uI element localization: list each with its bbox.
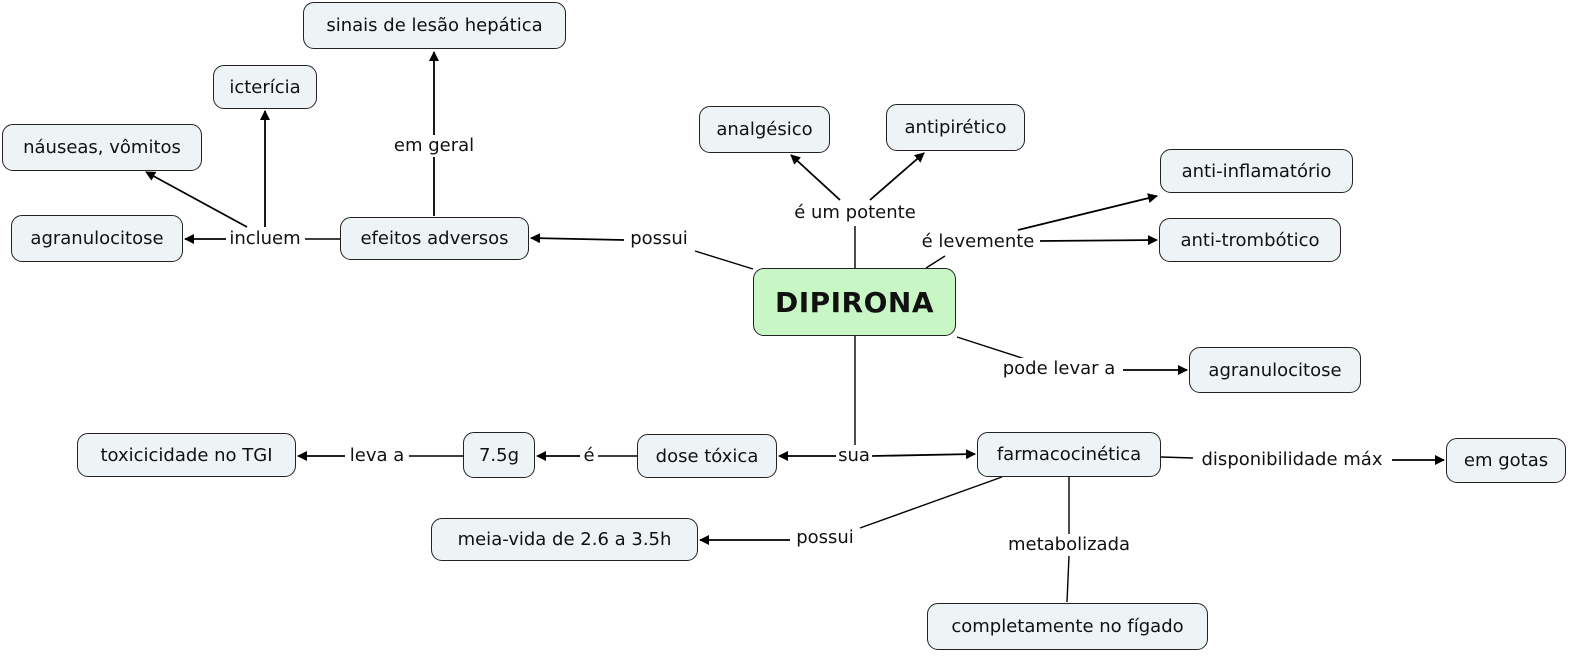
edge-incluem-nauseas	[145, 171, 248, 228]
edge-dipirona-possui	[694, 250, 754, 270]
edge-dipirona-levemente	[925, 255, 946, 269]
link-label-possui-meia-vida[interactable]: possui	[794, 527, 856, 549]
link-label-pode-levar-a[interactable]: pode levar a	[1000, 358, 1118, 380]
edge-farmaco-disp	[1160, 456, 1194, 459]
link-label-possui[interactable]: possui	[628, 228, 690, 250]
edge-dipirona-podelevar	[956, 336, 1026, 360]
node-ictericia[interactable]: icterícia	[213, 65, 317, 109]
link-label-incluem[interactable]: incluem	[227, 228, 303, 250]
link-label-e-levemente[interactable]: é levemente	[919, 231, 1037, 253]
link-label-disponibilidade-max[interactable]: disponibilidade máx	[1199, 449, 1385, 471]
link-label-em-geral[interactable]: em geral	[391, 135, 477, 157]
link-label-leva-a[interactable]: leva a	[347, 445, 407, 467]
node-em-gotas[interactable]: em gotas	[1446, 438, 1566, 483]
link-label-e[interactable]: é	[581, 445, 597, 467]
edge-levemente-antiinflamatorio	[1017, 193, 1158, 231]
edge-potente-antipiretico	[869, 152, 925, 201]
node-meia-vida[interactable]: meia-vida de 2.6 a 3.5h	[431, 518, 698, 561]
node-dipirona[interactable]: DIPIRONA	[753, 268, 956, 336]
node-farmacocinetica[interactable]: farmacocinética	[977, 432, 1161, 477]
node-analgesico[interactable]: analgésico	[699, 106, 830, 153]
link-label-sua[interactable]: sua	[836, 445, 872, 467]
node-agranulocitose-efeitos[interactable]: agranulocitose	[11, 215, 183, 262]
edge-metab-figado	[1066, 555, 1070, 603]
edge-levemente-antitrombotico	[1039, 235, 1158, 246]
link-label-metabolizada[interactable]: metabolizada	[1005, 534, 1133, 556]
edge-sua-farmacocinetica	[871, 449, 976, 460]
node-completamente-no-figado[interactable]: completamente no fígado	[927, 603, 1208, 650]
node-dose-toxica[interactable]: dose tóxica	[637, 434, 777, 478]
edge-farmaco-possui	[859, 476, 1003, 529]
node-toxicidade-tgi[interactable]: toxicicidade no TGI	[77, 433, 296, 477]
node-agranulocitose-dipirona[interactable]: agranulocitose	[1189, 347, 1361, 393]
node-nauseas-vomitos[interactable]: náuseas, vômitos	[2, 124, 202, 171]
edge-possui-efeitos	[530, 233, 625, 244]
node-anti-trombotico[interactable]: anti-trombótico	[1159, 218, 1341, 262]
node-efeitos-adversos[interactable]: efeitos adversos	[340, 217, 529, 260]
link-label-e-um-potente[interactable]: é um potente	[792, 202, 918, 224]
node-sinais-lesao-hepatica[interactable]: sinais de lesão hepática	[303, 2, 566, 49]
node-7-5g[interactable]: 7.5g	[463, 432, 535, 478]
edge-potente-analgesico	[790, 154, 841, 201]
node-antipiretico[interactable]: antipirético	[886, 104, 1025, 151]
node-anti-inflamatorio[interactable]: anti-inflamatório	[1160, 149, 1353, 193]
